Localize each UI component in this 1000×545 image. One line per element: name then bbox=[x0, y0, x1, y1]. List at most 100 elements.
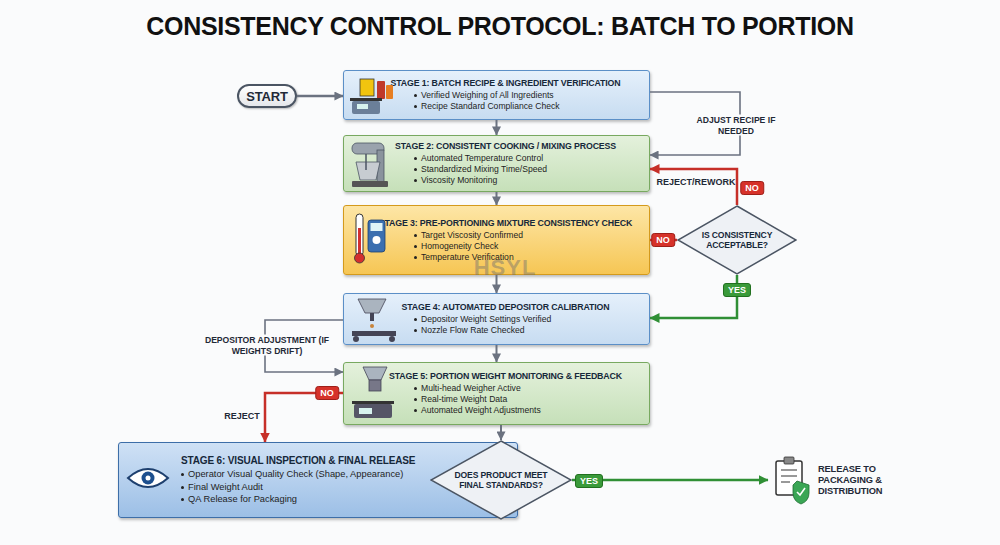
weigher-icon bbox=[354, 404, 392, 418]
flow-connector bbox=[650, 169, 737, 205]
bullet-row: Target Viscosity Confirmed bbox=[344, 230, 649, 241]
bullet-dot bbox=[414, 168, 417, 171]
mixer-icon bbox=[352, 143, 384, 154]
bullet-text: Temperature Verification bbox=[421, 252, 514, 263]
process-box: STAGE 3: PRE-PORTIONING MIXTURE CONSISTE… bbox=[343, 205, 650, 275]
bullet-row: Multi-head Weigher Active bbox=[344, 383, 649, 394]
flow-connector bbox=[265, 320, 343, 372]
bullet-dot bbox=[414, 318, 417, 321]
thermometer-icon bbox=[358, 228, 361, 256]
bullet-row: Real-time Weight Data bbox=[344, 394, 649, 405]
weigher-icon bbox=[359, 408, 372, 414]
decision-badge: NO bbox=[740, 181, 764, 195]
clipboard-icon bbox=[776, 457, 809, 504]
bullet-text: Standardized Mixing Time/Speed bbox=[421, 164, 547, 175]
bullet-dot bbox=[414, 387, 417, 390]
bullet-dot bbox=[414, 256, 417, 259]
diamond-outline bbox=[678, 206, 796, 274]
thermometer-icon bbox=[368, 220, 385, 252]
bullet-row: Homogeneity Check bbox=[344, 241, 649, 252]
bullet-text: Multi-head Weigher Active bbox=[421, 383, 521, 394]
flow-connector bbox=[496, 345, 498, 362]
node-text: START bbox=[246, 89, 288, 104]
stage-heading: STAGE 1: BATCH RECIPE & INGREDIENT VERIF… bbox=[344, 78, 649, 89]
process-box: STAGE 4: AUTOMATED DEPOSITOR CALIBRATION… bbox=[343, 293, 650, 345]
clipboard-icon bbox=[776, 461, 802, 495]
eye-icon bbox=[142, 472, 155, 485]
thermometer-icon bbox=[356, 214, 363, 256]
bullet-row: Viscosity Monitoring bbox=[344, 175, 649, 186]
depositor-icon bbox=[352, 331, 396, 336]
scale-icon bbox=[350, 98, 382, 101]
scale-icon bbox=[350, 79, 393, 114]
text-wrap: STAGE 4: AUTOMATED DEPOSITOR CALIBRATION… bbox=[344, 294, 649, 344]
diamond-outline bbox=[431, 441, 571, 519]
scale-icon bbox=[352, 101, 380, 114]
start-terminal: START bbox=[237, 84, 297, 108]
flow-connector bbox=[496, 120, 498, 135]
clipboard-icon bbox=[781, 481, 790, 482]
bullet-text: Real-time Weight Data bbox=[421, 394, 507, 405]
bullet-row: Automated Temperature Control bbox=[344, 153, 649, 164]
bullet-dot bbox=[414, 94, 417, 97]
thermometer-icon bbox=[373, 236, 381, 244]
bullet-text: Depositor Weight Settings Verified bbox=[421, 314, 551, 325]
bullet-text: Verified Weighing of All Ingredients bbox=[421, 90, 554, 101]
mixer-icon bbox=[365, 154, 367, 170]
weigher-icon bbox=[369, 380, 381, 391]
bullet-text: Automated Weight Adjustments bbox=[421, 405, 541, 416]
mixer-icon bbox=[352, 181, 388, 187]
text-wrap: RELEASE TO PACKAGING & DISTRIBUTION bbox=[818, 455, 894, 505]
stage-heading: STAGE 3: PRE-PORTIONING MIXTURE CONSISTE… bbox=[344, 218, 649, 229]
bullet-row: Standardized Mixing Time/Speed bbox=[344, 164, 649, 175]
eye-icon bbox=[146, 476, 151, 481]
flow-connector bbox=[650, 239, 677, 242]
flow-connector bbox=[265, 393, 343, 442]
stage-heading: STAGE 2: CONSISTENT COOKING / MIXING PRO… bbox=[344, 141, 649, 152]
flow-connector bbox=[500, 425, 502, 440]
process-box: STAGE 5: PORTION WEIGHT MONITORING & FEE… bbox=[343, 362, 650, 425]
weigher-icon bbox=[352, 401, 394, 404]
release-terminal: RELEASE TO PACKAGING & DISTRIBUTION bbox=[768, 455, 898, 505]
bullet-dot bbox=[181, 486, 184, 489]
depositor-icon bbox=[370, 313, 374, 321]
connector-group bbox=[265, 92, 768, 480]
clipboard-icon bbox=[797, 488, 805, 495]
clipboard-icon bbox=[793, 481, 809, 504]
bullet-row: Verified Weighing of All Ingredients bbox=[344, 90, 649, 101]
mixer-icon bbox=[377, 150, 384, 182]
bullet-text: Automated Temperature Control bbox=[421, 153, 543, 164]
bullet-row: Nozzle Flow Rate Checked bbox=[344, 325, 649, 336]
process-box: STAGE 1: BATCH RECIPE & INGREDIENT VERIF… bbox=[343, 70, 650, 120]
connector-label: DEPOSITOR ADJUSTMENT (IF WEIGHTS DRIFT) bbox=[201, 335, 333, 356]
bullet-dot bbox=[414, 329, 417, 332]
scale-icon bbox=[377, 81, 385, 99]
bullet-text: Homogeneity Check bbox=[421, 241, 498, 252]
weigher-icon bbox=[352, 367, 394, 418]
diagram-title: CONSISTENCY CONTROL PROTOCOL: BATCH TO P… bbox=[0, 12, 1000, 41]
clipboard-icon bbox=[784, 457, 794, 464]
text-wrap: STAGE 2: CONSISTENT COOKING / MIXING PRO… bbox=[344, 136, 649, 191]
connector-label: ADJUST RECIPE IF NEEDED bbox=[696, 115, 776, 136]
bullet-text: Final Weight Audit bbox=[188, 481, 263, 494]
bullet-dot bbox=[414, 234, 417, 237]
bullet-dot bbox=[414, 179, 417, 182]
bullet-dot bbox=[414, 157, 417, 160]
process-box: STAGE 2: CONSISTENT COOKING / MIXING PRO… bbox=[343, 135, 650, 192]
bullet-row: Recipe Standard Compliance Check bbox=[344, 101, 649, 112]
bullet-row: Temperature Verification bbox=[344, 252, 649, 263]
thermometer-icon bbox=[355, 253, 365, 263]
bullet-dot bbox=[414, 245, 417, 248]
flow-connector bbox=[496, 192, 498, 205]
node-text: IS CONSISTENCY ACCEPTABLE? bbox=[697, 230, 777, 251]
decision-diamond: IS CONSISTENCY ACCEPTABLE? bbox=[677, 205, 797, 275]
bullet-text: Target Viscosity Confirmed bbox=[421, 230, 523, 241]
depositor-icon bbox=[389, 336, 395, 342]
scale-icon bbox=[386, 85, 393, 99]
thermometer-icon bbox=[371, 223, 383, 231]
text-wrap: STAGE 3: PRE-PORTIONING MIXTURE CONSISTE… bbox=[344, 206, 649, 274]
weigher-icon bbox=[363, 367, 387, 380]
